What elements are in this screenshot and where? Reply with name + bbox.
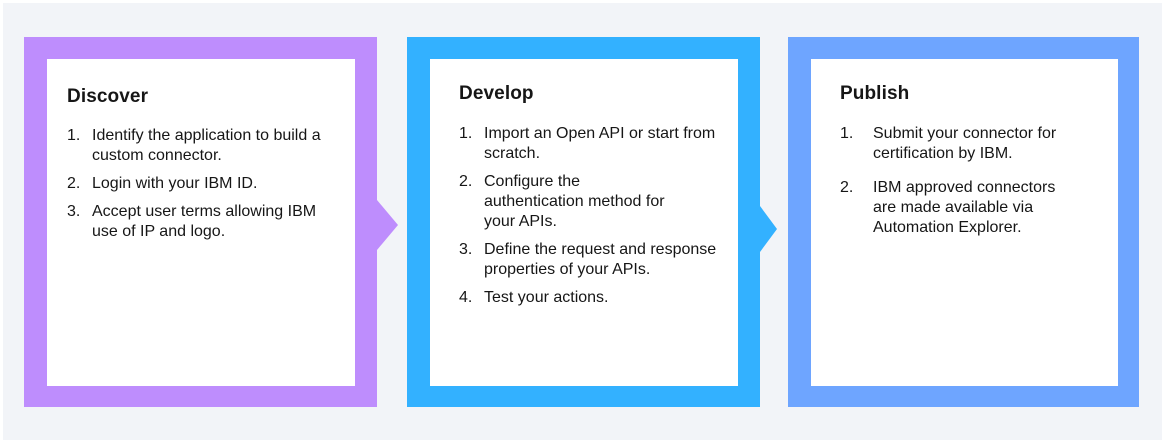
step-item: 2. Login with your IBM ID. (67, 174, 337, 194)
step-text: Submit your connector for certification … (873, 125, 1057, 162)
step-text: Accept user terms allowing IBM use of IP… (92, 203, 317, 240)
step-item: 1. Submit your connector for certificati… (840, 124, 1095, 164)
step-item: 3. Accept user terms allowing IBM use of… (67, 202, 337, 242)
step-number: 4. (459, 289, 473, 306)
step-item: 3. Define the request and response prope… (459, 240, 724, 280)
stage-publish: Publish 1. Submit your connector for cer… (788, 37, 1139, 407)
step-number: 3. (67, 203, 81, 220)
step-text: Import an Open API or start from scratch… (484, 125, 716, 162)
step-text: Define the request and response properti… (484, 241, 717, 278)
stage-title: Publish (840, 83, 910, 104)
step-item: 4. Test your actions. (459, 288, 724, 308)
step-item: 1. Import an Open API or start from scra… (459, 124, 724, 164)
develop-panel: Develop 1. Import an Open API or start f… (430, 59, 738, 386)
step-item: 2. Configure the authentication method f… (459, 172, 724, 232)
stage-title: Discover (67, 86, 149, 107)
step-number: 1. (67, 127, 81, 144)
step-item: 2. IBM approved connectors are made avai… (840, 178, 1095, 238)
discover-panel: Discover 1. Identify the application to … (47, 59, 355, 386)
stage-discover: Discover 1. Identify the application to … (24, 37, 398, 407)
step-number: 1. (459, 125, 473, 142)
step-text: Identify the application to build a cust… (92, 127, 321, 164)
step-number: 2. (840, 179, 854, 196)
step-text: IBM approved connectors are made availab… (873, 179, 1056, 236)
step-number: 2. (67, 175, 81, 192)
step-list: 1. Import an Open API or start from scra… (459, 124, 724, 316)
step-number: 1. (840, 125, 854, 142)
step-list: 1. Identify the application to build a c… (67, 126, 337, 250)
publish-panel: Publish 1. Submit your connector for cer… (811, 59, 1118, 386)
stage-develop: Develop 1. Import an Open API or start f… (407, 37, 778, 407)
stage-title: Develop (459, 83, 534, 104)
step-number: 3. (459, 241, 473, 258)
step-list: 1. Submit your connector for certificati… (840, 124, 1095, 246)
step-text: Login with your IBM ID. (92, 175, 258, 192)
step-number: 2. (459, 173, 473, 190)
step-text: Configure the authentication method for … (484, 173, 665, 230)
step-text: Test your actions. (484, 289, 609, 306)
step-item: 1. Identify the application to build a c… (67, 126, 337, 166)
